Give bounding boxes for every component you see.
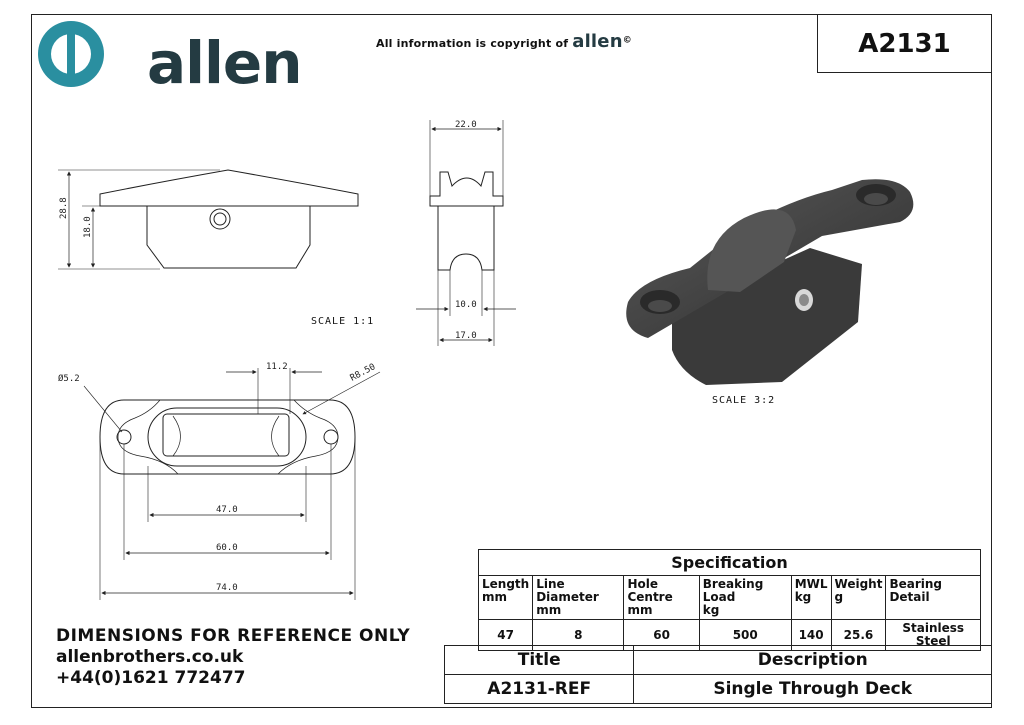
plan-view-outline: [99, 399, 356, 475]
description-label: Description: [633, 645, 992, 675]
dim-plan-slot-width: 11.2: [266, 362, 288, 372]
front-view: [416, 120, 516, 346]
copyright-prefix: All information is copyright of: [376, 37, 569, 50]
side-view-axle-inner: [213, 212, 227, 226]
title-block: Title Description A2131-REF Single Throu…: [443, 645, 992, 704]
website-link[interactable]: allenbrothers.co.uk: [56, 647, 244, 667]
dim-plan-slot-length: 47.0: [216, 505, 238, 515]
dim-front-width-slot: 10.0: [455, 300, 477, 310]
front-view-body: [437, 206, 495, 271]
part-number-box: A2131: [817, 14, 992, 73]
dim-plan-overall-length: 74.0: [216, 583, 238, 593]
dim-front-width-base: 17.0: [455, 331, 477, 341]
dim-side-height-body: 18.0: [83, 216, 93, 238]
part-number: A2131: [858, 28, 951, 59]
drawing-frame: [31, 14, 992, 708]
side-view-axle-outer: [209, 208, 231, 230]
side-view: [58, 169, 359, 270]
side-view-body: [146, 206, 311, 269]
scale-label-isometric: SCALE 3:2: [712, 395, 776, 406]
allen-logo-mark-icon: [38, 21, 104, 87]
isometric-view: [626, 179, 914, 385]
title-label: Title: [443, 645, 635, 675]
plan-view-hole-right: [323, 429, 339, 445]
contact-notes: DIMENSIONS FOR REFERENCE ONLY allenbroth…: [56, 626, 410, 688]
dim-front-width-top: 22.0: [455, 120, 477, 130]
plan-view-hole-left: [116, 429, 132, 445]
plan-view-recess: [147, 407, 307, 467]
dim-side-height-total: 28.8: [59, 197, 69, 219]
dim-plan-hole-dia: Ø5.2: [58, 373, 80, 384]
disclaimer-text: DIMENSIONS FOR REFERENCE ONLY: [56, 626, 411, 646]
copyright-notice: All information is copyright of allen©: [376, 31, 632, 52]
scale-label-orthographic: SCALE 1:1: [311, 316, 375, 327]
logo-wordmark: allen: [147, 29, 303, 97]
side-view-flange: [99, 169, 359, 207]
plan-view-slot: [162, 413, 290, 457]
copyright-brand: allen: [572, 31, 623, 52]
dim-plan-radius: R8.50: [349, 362, 378, 384]
allen-logo: allen: [37, 20, 303, 92]
plan-view: [83, 368, 381, 600]
title-value: A2131-REF: [443, 674, 635, 704]
front-view-head: [429, 171, 504, 207]
dim-plan-hole-centres: 60.0: [216, 543, 238, 553]
specification-title: Specification: [478, 549, 981, 576]
copyright-symbol: ©: [622, 35, 632, 46]
description-value: Single Through Deck: [633, 674, 992, 704]
phone-number: +44(0)1621 772477: [56, 668, 246, 688]
